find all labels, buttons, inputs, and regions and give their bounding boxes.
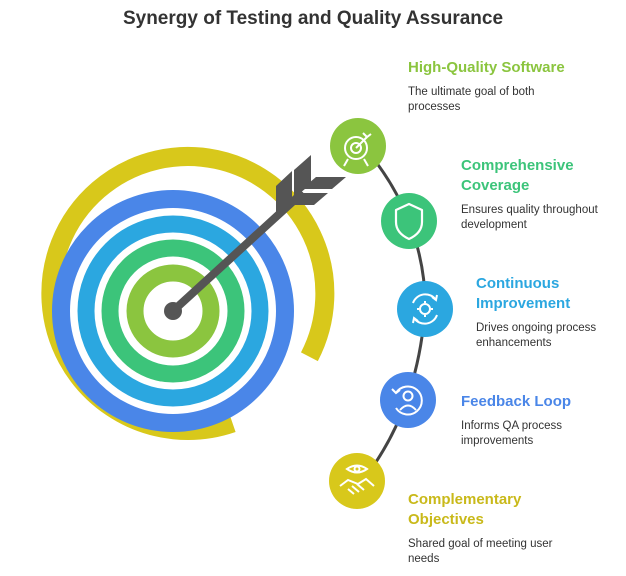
- arrow-fletching-3: [284, 193, 328, 205]
- gear-cycle-icon: [412, 293, 438, 325]
- target-icon: [343, 132, 372, 167]
- ring-green: [101, 239, 245, 383]
- feedback-person-icon: [391, 385, 423, 416]
- icon-shield-circle: [381, 193, 437, 249]
- item-heading: Feedback Loop: [461, 393, 572, 410]
- item-heading: Complementary Objectives: [408, 491, 522, 528]
- item-feedback-loop: Feedback Loop Informs QA process improve…: [461, 392, 571, 449]
- item-complementary-objectives: Complementary Objectives Shared goal of …: [408, 490, 552, 567]
- icon-handshake-circle: [329, 453, 385, 509]
- item-heading: Continuous Improvement: [476, 275, 571, 312]
- arrow-shaft: [169, 191, 304, 315]
- icon-gear-circle: [397, 281, 453, 337]
- ring-blue: [52, 190, 294, 432]
- item-comprehensive-coverage: Comprehensive Coverage Ensures quality t…: [461, 156, 598, 233]
- arrow: [169, 155, 346, 315]
- ring-lime: [126, 264, 220, 358]
- handshake-eye-icon: [339, 464, 375, 495]
- arrow-fletching-2: [294, 155, 311, 198]
- item-description: The ultimate goal of both processes: [408, 86, 535, 113]
- arrow-fletching-4: [302, 177, 346, 189]
- item-continuous-improvement: Continuous Improvement Drives ongoing pr…: [476, 274, 596, 351]
- icon-target-circle: [330, 118, 386, 174]
- diagram-title: Synergy of Testing and Quality Assurance: [122, 8, 504, 29]
- item-description: Informs QA process improvements: [461, 420, 562, 447]
- item-description: Shared goal of meeting user needs: [408, 538, 553, 565]
- item-heading: Comprehensive Coverage: [461, 157, 574, 194]
- ring-cyan: [77, 215, 269, 407]
- item-description: Drives ongoing process enhancements: [476, 322, 597, 349]
- shield-icon: [394, 202, 424, 241]
- icon-feedback-circle: [380, 372, 436, 428]
- item-high-quality-software: High-Quality Software The ultimate goal …: [408, 58, 565, 115]
- item-description: Ensures quality throughout development: [461, 204, 598, 231]
- item-heading: High-Quality Software: [408, 59, 565, 76]
- target-rings: [41, 146, 335, 440]
